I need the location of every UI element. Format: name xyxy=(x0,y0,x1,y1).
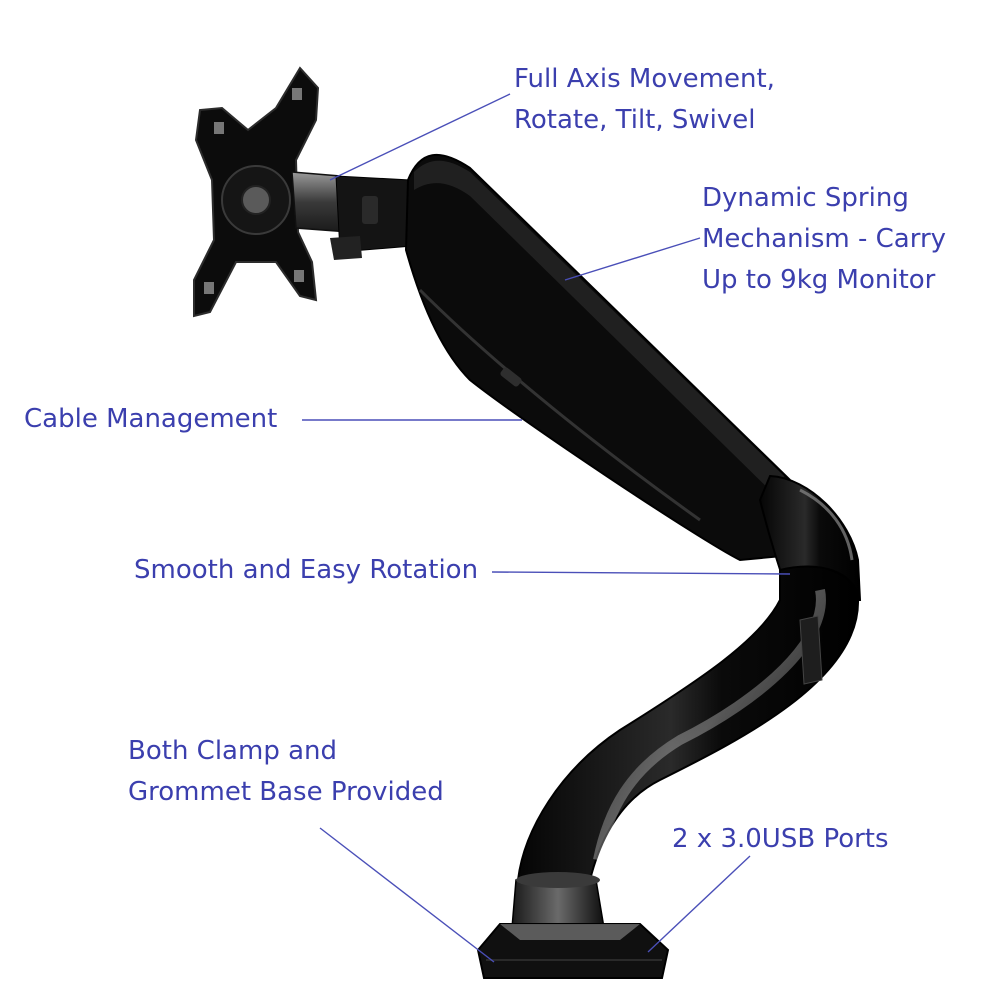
callout-full-axis-line1: Full Axis Movement, xyxy=(514,64,775,94)
callout-cable-management: Cable Management xyxy=(24,399,277,440)
callout-spring-line2: Mechanism - Carry xyxy=(702,224,947,254)
callout-base-line2: Grommet Base Provided xyxy=(128,777,444,807)
callout-clamp-grommet-base: Both Clamp and Grommet Base Provided xyxy=(128,731,444,813)
callout-spring-line3: Up to 9kg Monitor xyxy=(702,265,936,295)
callout-usb-ports: 2 x 3.0USB Ports xyxy=(672,819,889,860)
leader-spring xyxy=(564,237,701,281)
clamp-base xyxy=(476,923,670,979)
base-collar xyxy=(511,872,605,929)
spring-arm xyxy=(404,153,802,562)
leader-base xyxy=(319,827,495,963)
leader-lines xyxy=(302,93,791,963)
callout-rotation-line1: Smooth and Easy Rotation xyxy=(134,555,479,585)
callout-smooth-rotation: Smooth and Easy Rotation xyxy=(134,550,478,591)
leader-full-axis xyxy=(329,93,511,181)
callout-usb-line1: 2 x 3.0USB Ports xyxy=(672,824,889,854)
lower-arm xyxy=(516,565,860,881)
vesa-plate xyxy=(193,66,320,318)
tilt-joint xyxy=(291,171,413,260)
leader-usb xyxy=(647,855,751,953)
callout-dynamic-spring: Dynamic Spring Mechanism - Carry Up to 9… xyxy=(702,178,946,301)
callout-spring-line1: Dynamic Spring xyxy=(702,183,909,213)
leader-rotation xyxy=(491,571,791,575)
callout-cable-line1: Cable Management xyxy=(24,404,278,434)
callout-base-line1: Both Clamp and xyxy=(128,736,338,766)
callout-full-axis-movement: Full Axis Movement, Rotate, Tilt, Swivel xyxy=(514,59,775,141)
callout-full-axis-line2: Rotate, Tilt, Swivel xyxy=(514,105,756,135)
